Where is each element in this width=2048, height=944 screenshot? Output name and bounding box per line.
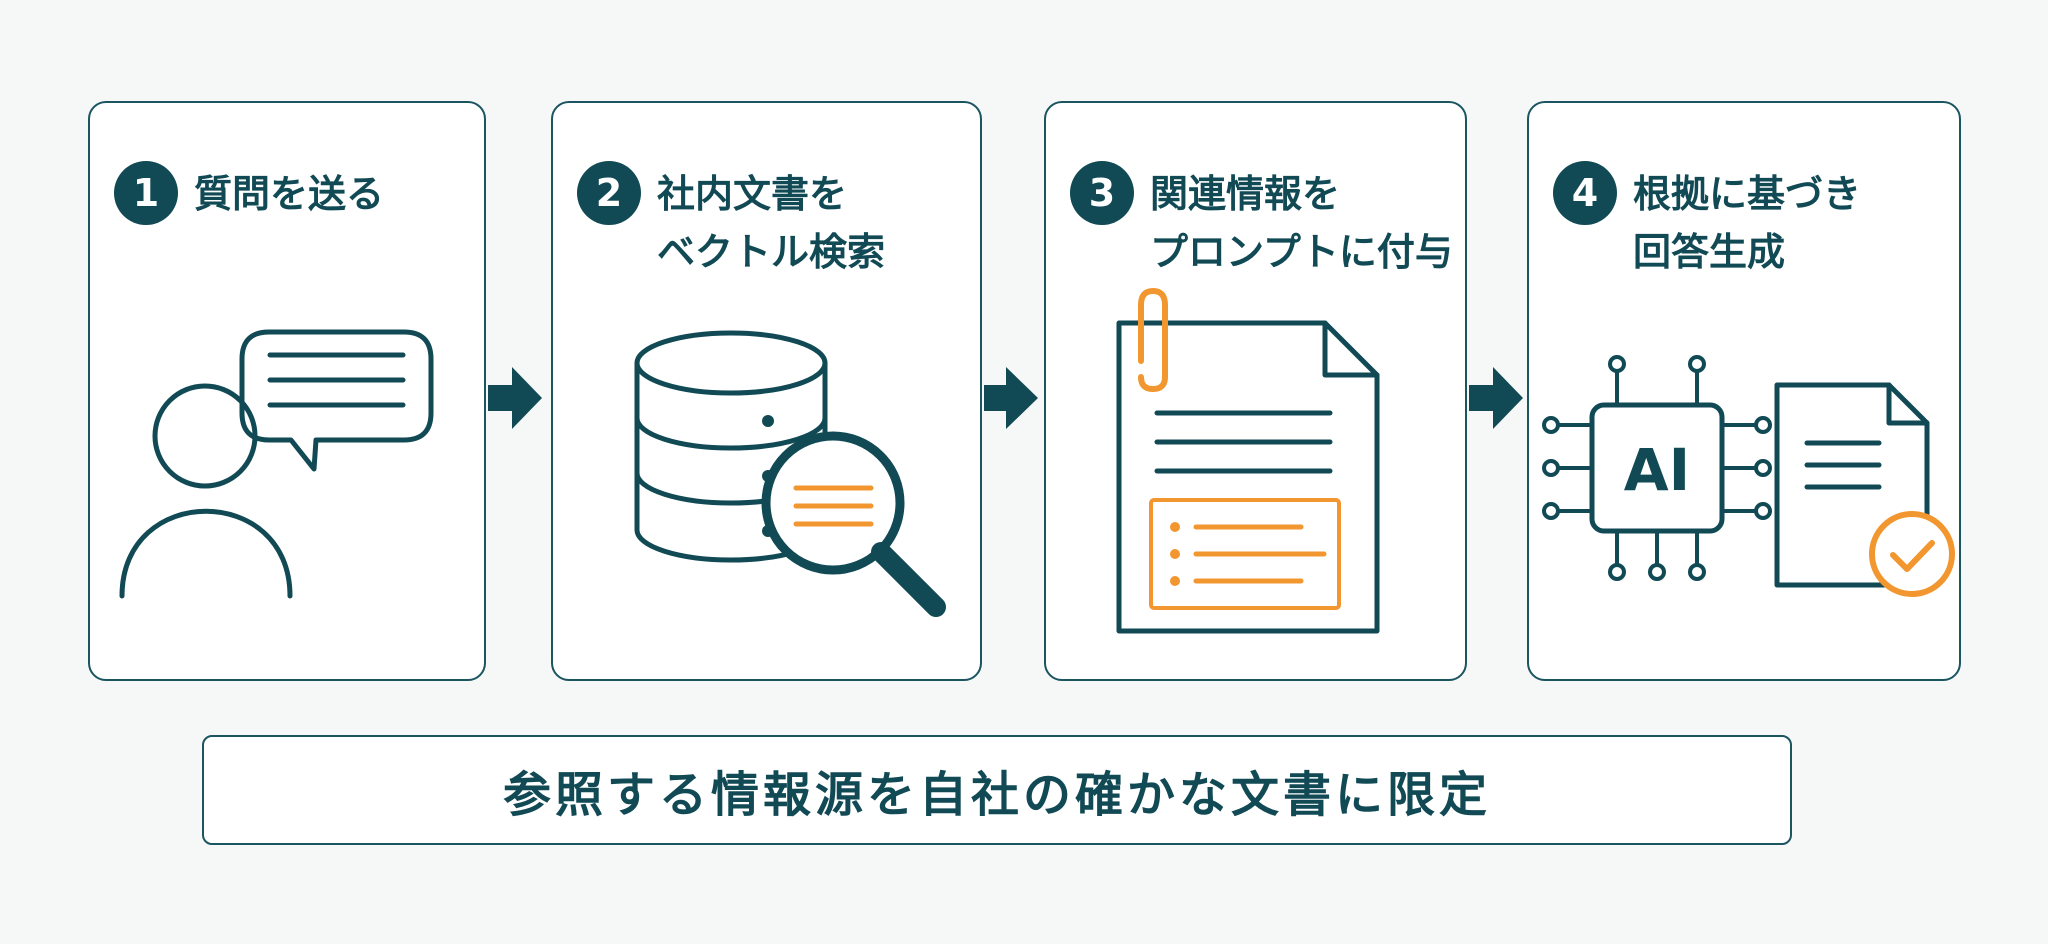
step-number-badge: 4 xyxy=(1553,161,1617,225)
flow-arrow-icon xyxy=(488,367,542,429)
step-card-1: 1 質問を送る xyxy=(88,101,486,681)
flow-arrow-icon xyxy=(1469,367,1523,429)
step-header: 2 社内文書を ベクトル検索 xyxy=(577,161,885,281)
ai-chip-label: AI xyxy=(1624,436,1690,504)
step-title: 社内文書を ベクトル検索 xyxy=(657,165,885,281)
step-title-line: ベクトル検索 xyxy=(657,230,886,274)
step-title: 質問を送る xyxy=(194,165,384,223)
step-title: 根拠に基づき 回答生成 xyxy=(1633,165,1861,281)
step-title-line: 関連情報を xyxy=(1150,172,1341,216)
database-with-magnifier-icon xyxy=(634,330,946,617)
step-title-line: 質問を送る xyxy=(194,172,385,216)
step-title-line: 社内文書を xyxy=(657,172,848,216)
step-title-line: 根拠に基づき xyxy=(1633,172,1862,216)
step-card-3: 3 関連情報を プロンプトに付与 xyxy=(1044,101,1467,681)
step-number-badge: 2 xyxy=(577,161,641,225)
step-number-badge: 1 xyxy=(114,161,178,225)
step-title-line: 回答生成 xyxy=(1633,230,1786,274)
summary-banner: 参照する情報源を自社の確かな文書に限定 xyxy=(202,735,1792,845)
step-title: 関連情報を プロンプトに付与 xyxy=(1150,165,1453,281)
step-header: 3 関連情報を プロンプトに付与 xyxy=(1070,161,1453,281)
step-card-4: 4 根拠に基づき 回答生成 xyxy=(1527,101,1961,681)
step-number-badge: 3 xyxy=(1070,161,1134,225)
document-with-paperclip-icon xyxy=(1116,287,1380,634)
step-title-line: プロンプトに付与 xyxy=(1150,230,1453,274)
step-header: 4 根拠に基づき 回答生成 xyxy=(1553,161,1861,281)
ai-chip-with-checked-document-icon: AI xyxy=(1542,355,1955,597)
step-card-2: 2 社内文書を ベクトル検索 xyxy=(551,101,982,681)
flow-arrow-icon xyxy=(984,367,1038,429)
person-with-speech-bubble-icon xyxy=(119,329,434,599)
step-header: 1 質問を送る xyxy=(114,161,384,225)
summary-banner-text: 参照する情報源を自社の確かな文書に限定 xyxy=(502,767,1491,823)
